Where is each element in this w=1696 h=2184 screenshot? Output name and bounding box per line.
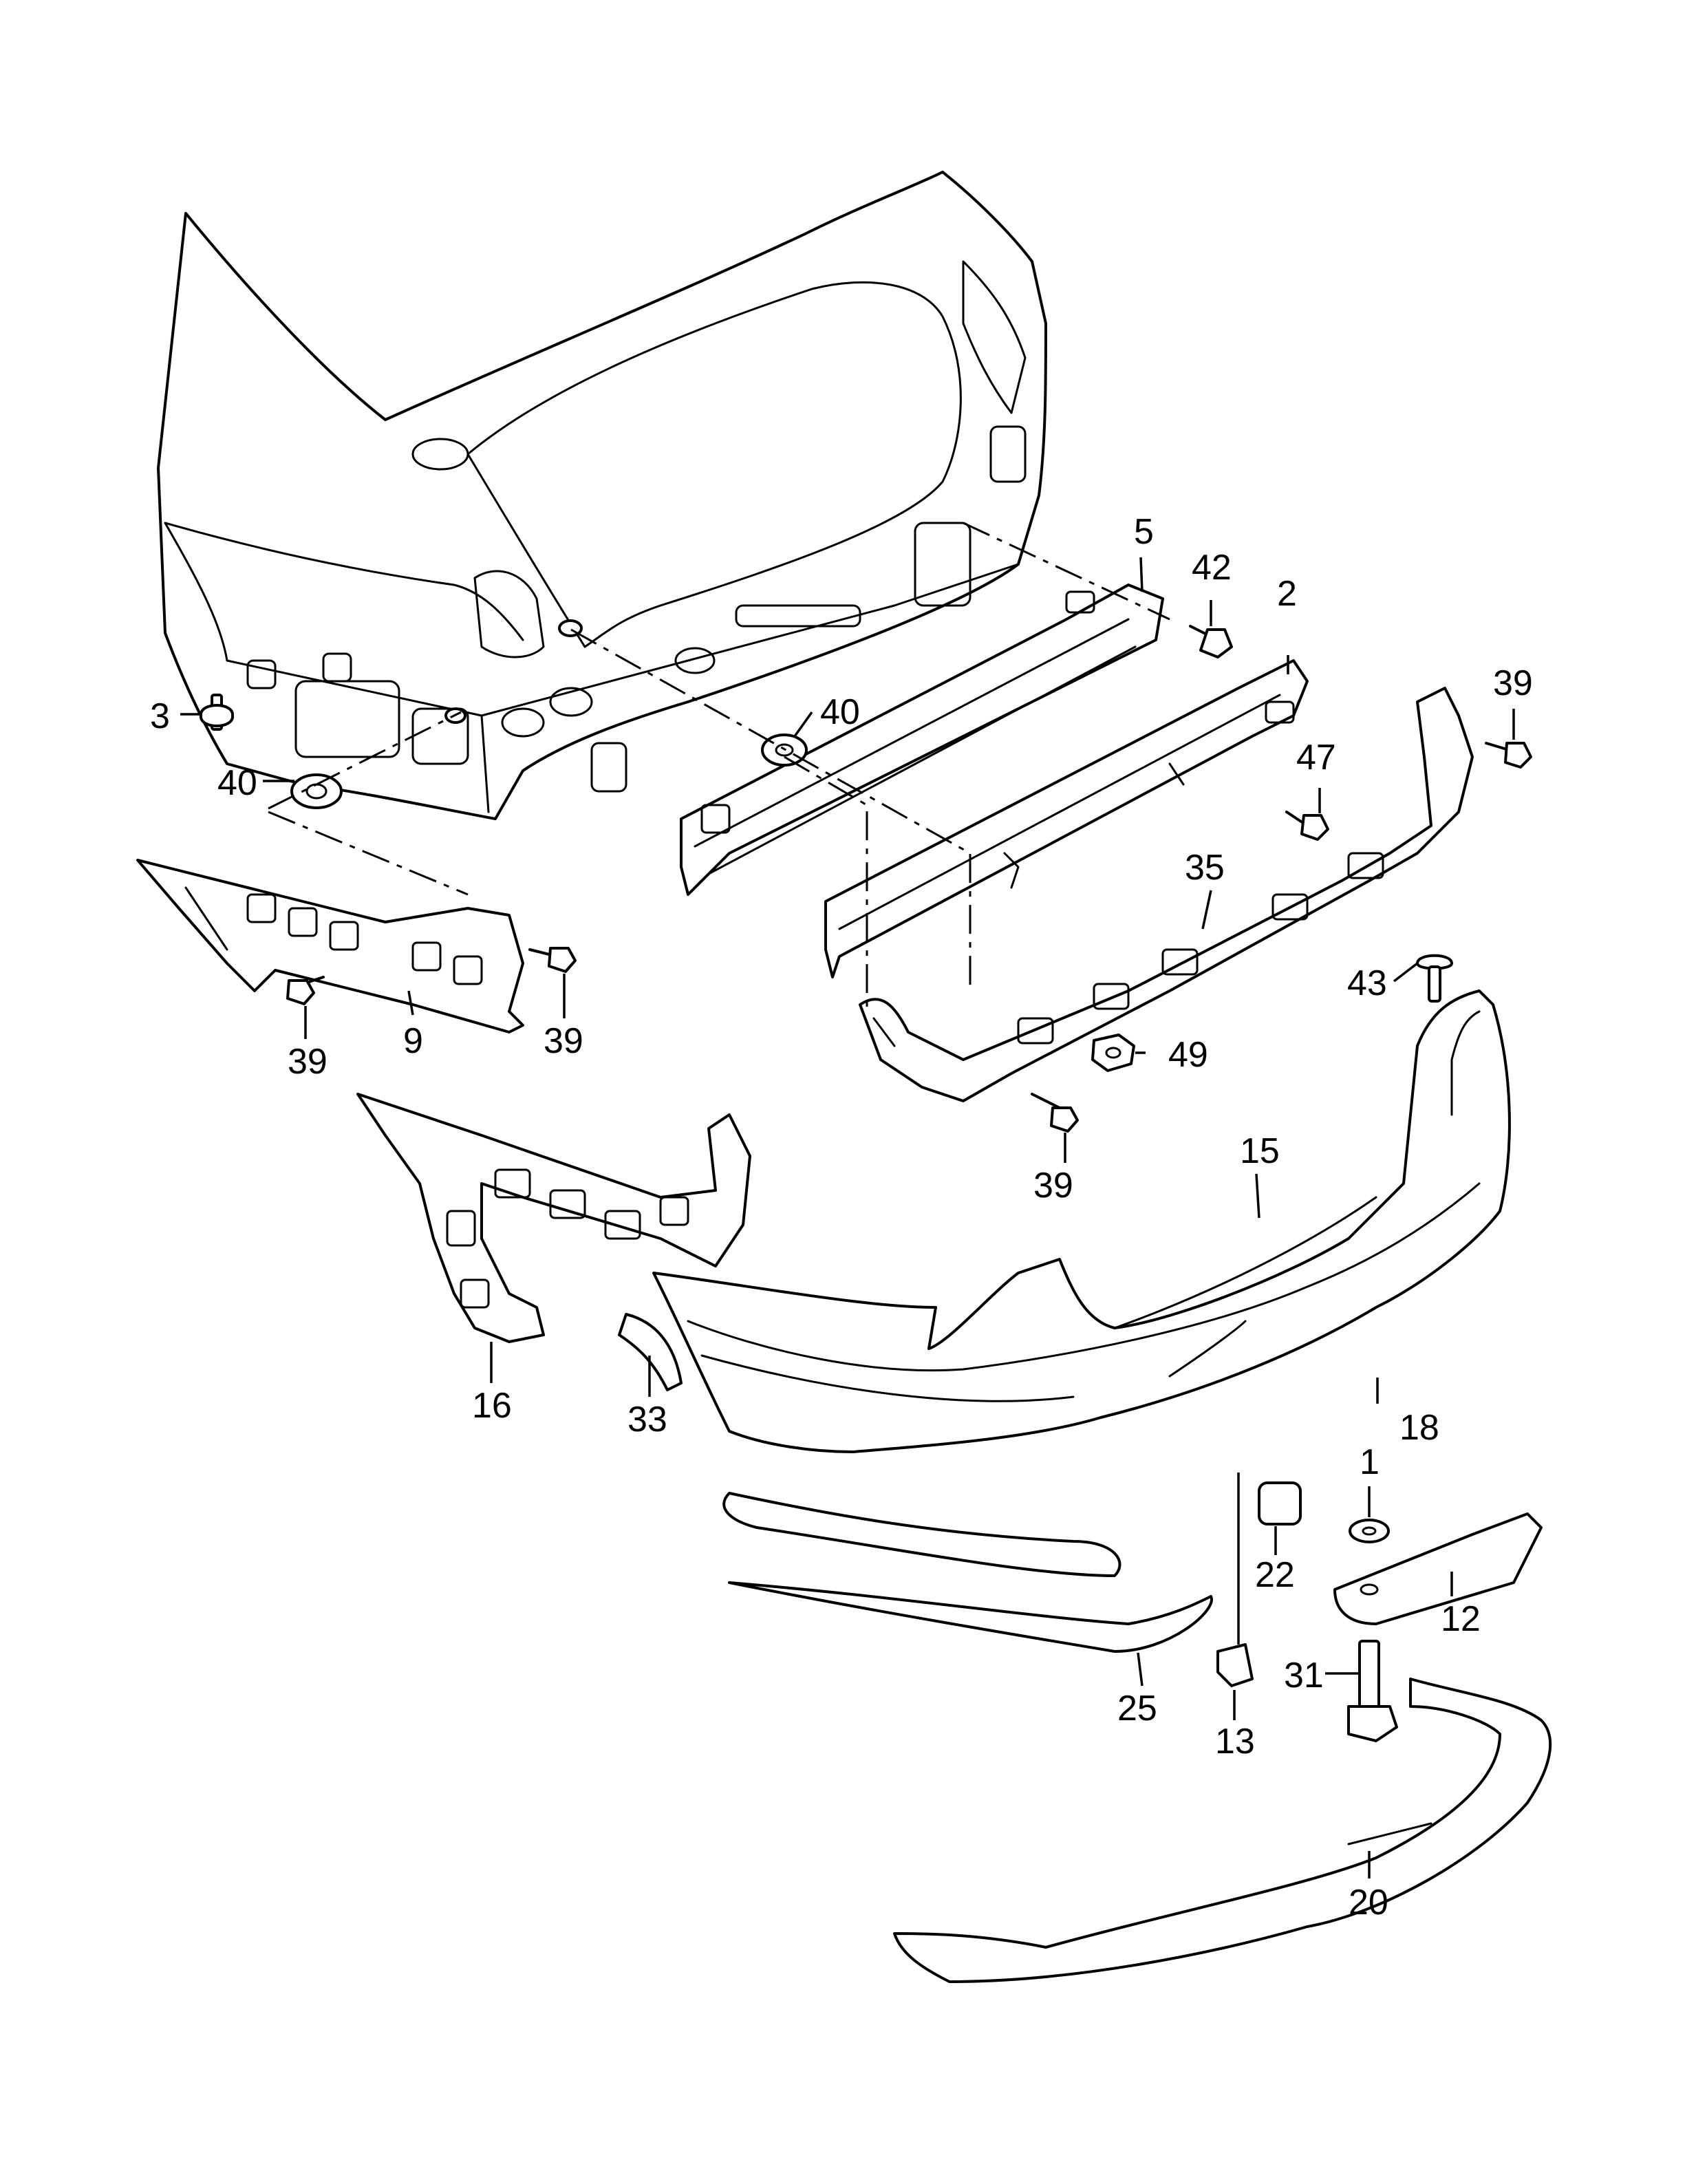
leader-lines	[180, 557, 1515, 1878]
callout-9: 9	[403, 1021, 423, 1061]
part-39-screw-left-lower	[286, 976, 325, 1005]
callout-42: 42	[1192, 548, 1232, 588]
part-43-push-rivet	[1416, 954, 1453, 1003]
part-18-bumper-cover	[652, 989, 1511, 1453]
callout-39-upper-right: 39	[1493, 663, 1533, 703]
callout-3: 3	[150, 696, 170, 736]
part-35-bumper-bracket	[859, 687, 1474, 1102]
callout-49: 49	[1168, 1035, 1208, 1075]
callout-33: 33	[627, 1400, 667, 1439]
callout-25: 25	[1117, 1689, 1157, 1728]
callout-39-lower-center: 39	[1033, 1166, 1073, 1206]
part-40-grommet-left	[290, 773, 343, 809]
callout-39-left-lower: 39	[288, 1042, 328, 1082]
callout-15: 15	[1240, 1131, 1280, 1171]
part-47-screw	[1285, 811, 1329, 841]
callout-22: 22	[1255, 1555, 1295, 1595]
callout-43: 43	[1347, 963, 1387, 1003]
part-9-left-bracket	[136, 859, 524, 1034]
part-2-bumper-bar	[824, 659, 1309, 978]
assembly-lines	[268, 522, 1170, 1011]
part-25-lower-trim	[722, 1492, 1121, 1577]
part-39-screw-upper-right	[1485, 742, 1532, 769]
car-body-rear	[157, 171, 1047, 820]
part-33-clip-bracket	[618, 1313, 683, 1391]
callout-5: 5	[1134, 512, 1154, 552]
part-25-trim-strip	[728, 1581, 1213, 1653]
part-15-upper-trim	[1113, 1196, 1377, 1329]
callout-39-left-upper: 39	[544, 1021, 583, 1061]
callout-47: 47	[1296, 738, 1336, 778]
callout-1: 1	[1360, 1442, 1380, 1482]
part-1-washer	[1349, 1519, 1390, 1543]
part-31-bolt	[1347, 1640, 1398, 1742]
part-12-bracket-plate	[1333, 1512, 1543, 1625]
callout-12: 12	[1441, 1599, 1481, 1639]
part-20-lower-spoiler	[893, 1678, 1552, 1983]
callout-18: 18	[1399, 1408, 1439, 1448]
callout-35: 35	[1185, 848, 1225, 888]
part-5-bracket-rail	[680, 584, 1164, 896]
callout-2: 2	[1277, 574, 1297, 614]
callout-labels: 3 40 40 5 42 2 39 47 35 43 49 39 39 9 39…	[150, 512, 1533, 1923]
callout-31: 31	[1284, 1656, 1324, 1695]
part-39-screw-left-upper	[528, 947, 577, 973]
callout-16: 16	[472, 1386, 512, 1426]
part-13-clip	[1216, 1643, 1254, 1687]
part-3-clip-rivet	[200, 694, 234, 731]
part-39-screw-lower-center	[1031, 1093, 1079, 1133]
callout-13: 13	[1215, 1722, 1255, 1762]
callout-20: 20	[1349, 1883, 1388, 1923]
callout-40-center: 40	[820, 692, 860, 732]
part-42-screw	[1189, 625, 1233, 659]
part-16-side-guide	[356, 1093, 751, 1343]
part-49-nut	[1091, 1034, 1135, 1072]
part-22-cover-cap	[1258, 1481, 1302, 1525]
callout-40-left: 40	[217, 763, 257, 803]
